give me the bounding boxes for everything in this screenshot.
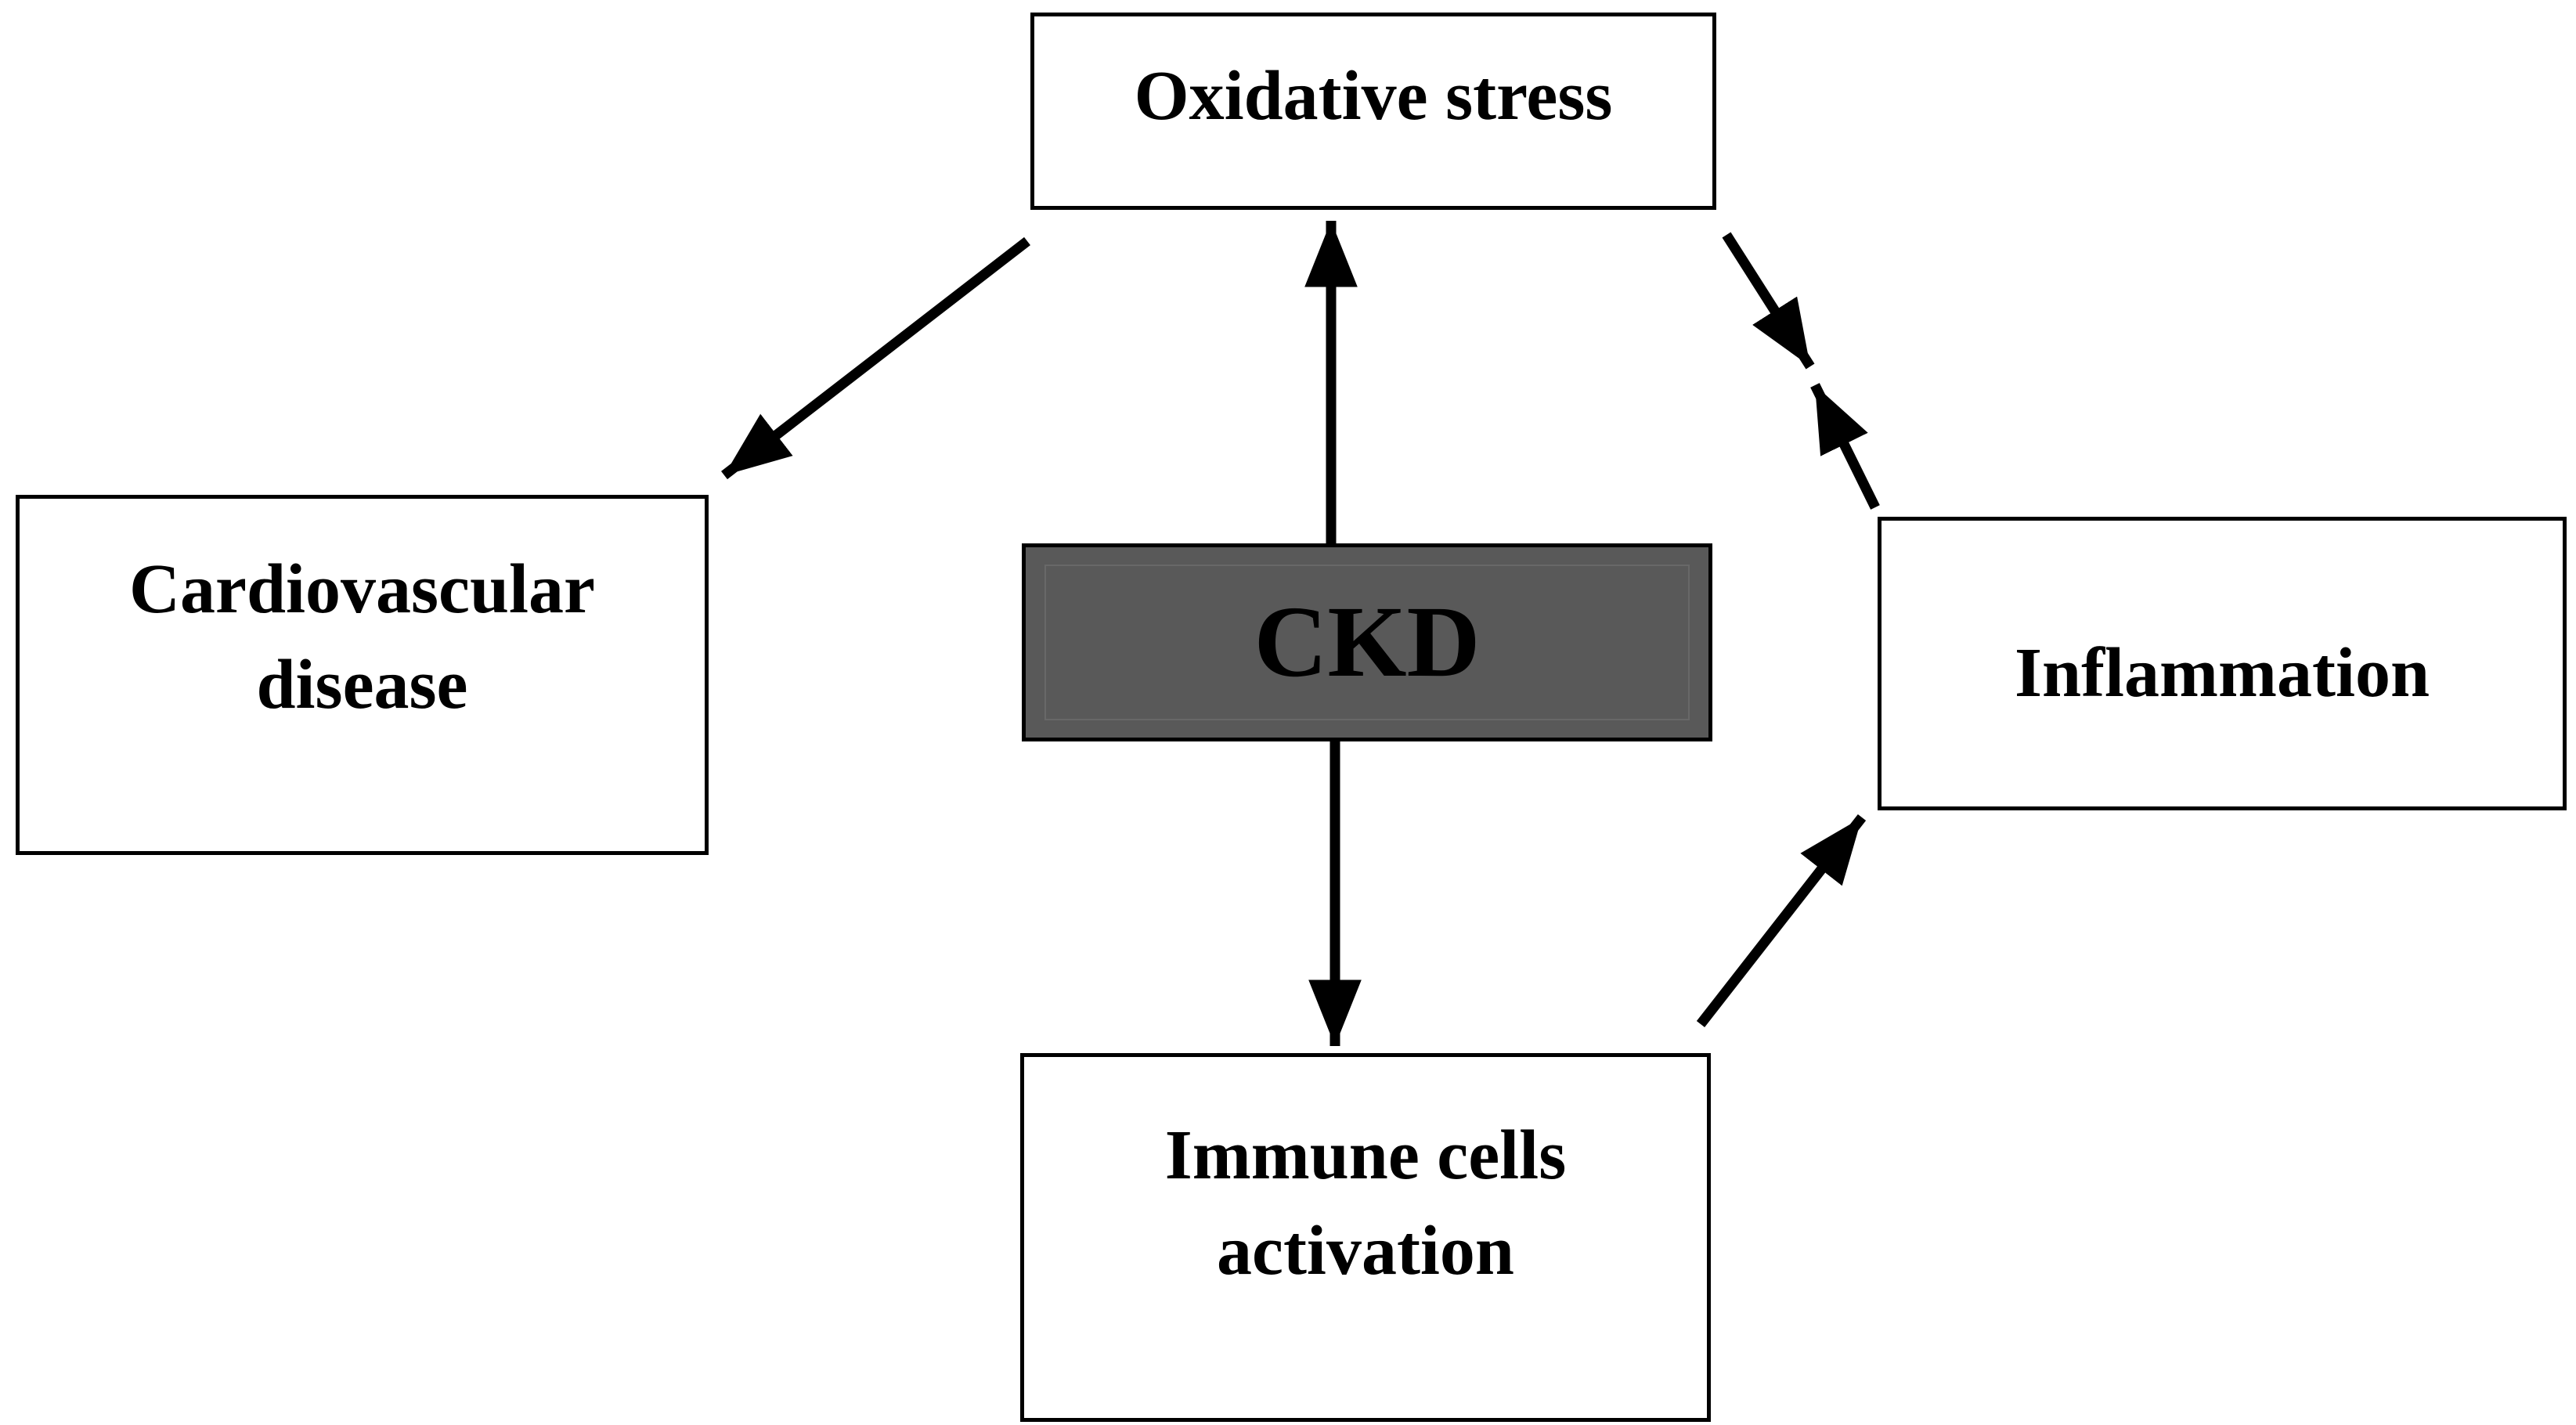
arrow-oxidative-stress-to-cardiovascular-disease [721,236,1030,480]
node-immune-cells-activation: Immune cells activation [1020,1053,1711,1422]
node-oxidative-stress-label: Oxidative stress [1134,57,1613,135]
node-inflammation: Inflammation [1878,517,2567,810]
arrow-oxidative-stress-to-inflammation [1722,232,1815,370]
node-oxidative-stress: Oxidative stress [1030,13,1716,210]
arrow-immune-cells-to-inflammation [1696,814,1867,1027]
node-ckd: CKD [1022,543,1712,741]
node-cardiovascular-disease: Cardiovascular disease [16,495,709,855]
node-ckd-label: CKD [1254,586,1481,699]
node-immune-cells-activation-label: Immune cells activation [1164,1117,1567,1290]
arrow-inflammation-to-oxidative-stress [1810,383,1880,510]
node-cardiovascular-disease-label: Cardiovascular disease [129,550,595,723]
node-inflammation-label: Inflammation [2014,634,2430,712]
